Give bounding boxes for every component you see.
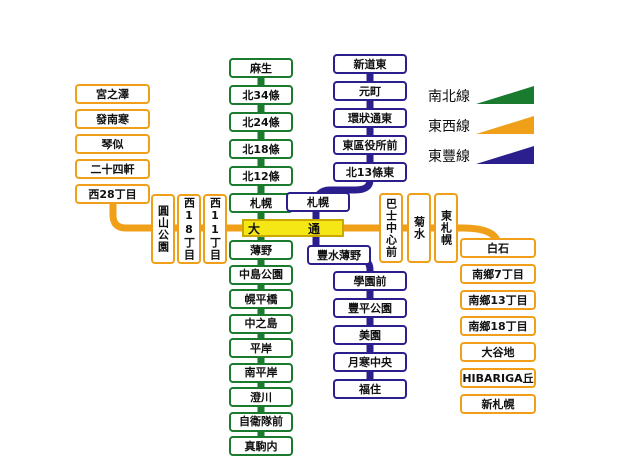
station-toho-north-2[interactable]: 環狀通東 bbox=[333, 108, 407, 128]
legend-swatch bbox=[476, 146, 534, 164]
station-namboku-north-3[interactable]: 北18條 bbox=[229, 139, 293, 159]
station-toho-south-1[interactable]: 學園前 bbox=[333, 271, 407, 291]
station-toho-south-5[interactable]: 福住 bbox=[333, 379, 407, 399]
legend-label: 南北線 bbox=[428, 89, 470, 105]
station-namboku-north-0[interactable]: 麻生 bbox=[229, 58, 293, 78]
tozai-line-west bbox=[109, 198, 242, 232]
station-namboku-south-0[interactable]: 薄野 bbox=[229, 240, 293, 260]
station-tozai-vertical-1[interactable]: 西18丁目 bbox=[177, 194, 201, 264]
station-tozai-east-5[interactable]: HIBARIGA丘 bbox=[460, 368, 536, 388]
station-tozai-west-4[interactable]: 西28丁目 bbox=[75, 184, 150, 204]
station-tozai-east-2[interactable]: 南鄉13丁目 bbox=[460, 290, 536, 310]
station-tozai-east-4[interactable]: 大谷地 bbox=[460, 342, 536, 362]
station-namboku-south-5[interactable]: 南平岸 bbox=[229, 362, 293, 383]
station-toho-south-2[interactable]: 豐平公園 bbox=[333, 298, 407, 318]
station-tozai-east-vertical-0[interactable]: 巴士中心前 bbox=[379, 193, 403, 263]
odori-station[interactable]: 大 通 bbox=[242, 219, 344, 237]
station-tozai-west-1[interactable]: 發南寒 bbox=[75, 109, 150, 129]
station-namboku-north-2[interactable]: 北24條 bbox=[229, 112, 293, 132]
station-namboku-north-5[interactable]: 札幌 bbox=[229, 193, 293, 213]
station-toho-south-4[interactable]: 月寒中央 bbox=[333, 352, 407, 372]
station-tozai-east-vertical-2[interactable]: 東札幌 bbox=[434, 193, 458, 263]
station-toho-south-0[interactable]: 豐水薄野 bbox=[307, 245, 371, 265]
station-toho-north-0[interactable]: 新道東 bbox=[333, 54, 407, 74]
station-namboku-south-3[interactable]: 中之島 bbox=[229, 313, 293, 334]
station-toho-north-4[interactable]: 北13條東 bbox=[333, 162, 407, 182]
station-toho-north-1[interactable]: 元町 bbox=[333, 81, 407, 101]
legend-swatch bbox=[476, 116, 534, 134]
station-tozai-east-6[interactable]: 新札幌 bbox=[460, 394, 536, 414]
station-toho-north-3[interactable]: 東區役所前 bbox=[333, 135, 407, 155]
station-namboku-south-4[interactable]: 平岸 bbox=[229, 338, 293, 358]
station-tozai-east-0[interactable]: 白石 bbox=[460, 238, 536, 258]
station-tozai-west-2[interactable]: 琴似 bbox=[75, 134, 150, 154]
station-namboku-south-2[interactable]: 幌平橋 bbox=[229, 289, 293, 309]
station-namboku-north-4[interactable]: 北12條 bbox=[229, 166, 293, 186]
legend-label: 東豐線 bbox=[428, 149, 470, 165]
station-toho-north-5[interactable]: 札幌 bbox=[286, 192, 350, 212]
station-tozai-west-0[interactable]: 宮之澤 bbox=[75, 84, 150, 104]
station-namboku-south-6[interactable]: 澄川 bbox=[229, 387, 293, 407]
station-namboku-south-8[interactable]: 真駒内 bbox=[229, 436, 293, 456]
station-tozai-west-3[interactable]: 二十四軒 bbox=[75, 159, 150, 179]
legend-swatch bbox=[476, 86, 534, 104]
station-namboku-south-7[interactable]: 自衛隊前 bbox=[229, 411, 293, 432]
station-tozai-east-1[interactable]: 南鄉7丁目 bbox=[460, 264, 536, 284]
station-tozai-vertical-0[interactable]: 圓山公園 bbox=[151, 194, 175, 264]
station-toho-south-3[interactable]: 美園 bbox=[333, 325, 407, 345]
station-tozai-vertical-2[interactable]: 西11丁目 bbox=[203, 194, 227, 264]
station-tozai-east-3[interactable]: 南鄉18丁目 bbox=[460, 316, 536, 336]
station-namboku-south-1[interactable]: 中島公園 bbox=[229, 264, 293, 285]
station-namboku-north-1[interactable]: 北34條 bbox=[229, 85, 293, 105]
legend-label: 東西線 bbox=[428, 119, 470, 135]
station-tozai-east-vertical-1[interactable]: 菊水 bbox=[407, 193, 431, 263]
